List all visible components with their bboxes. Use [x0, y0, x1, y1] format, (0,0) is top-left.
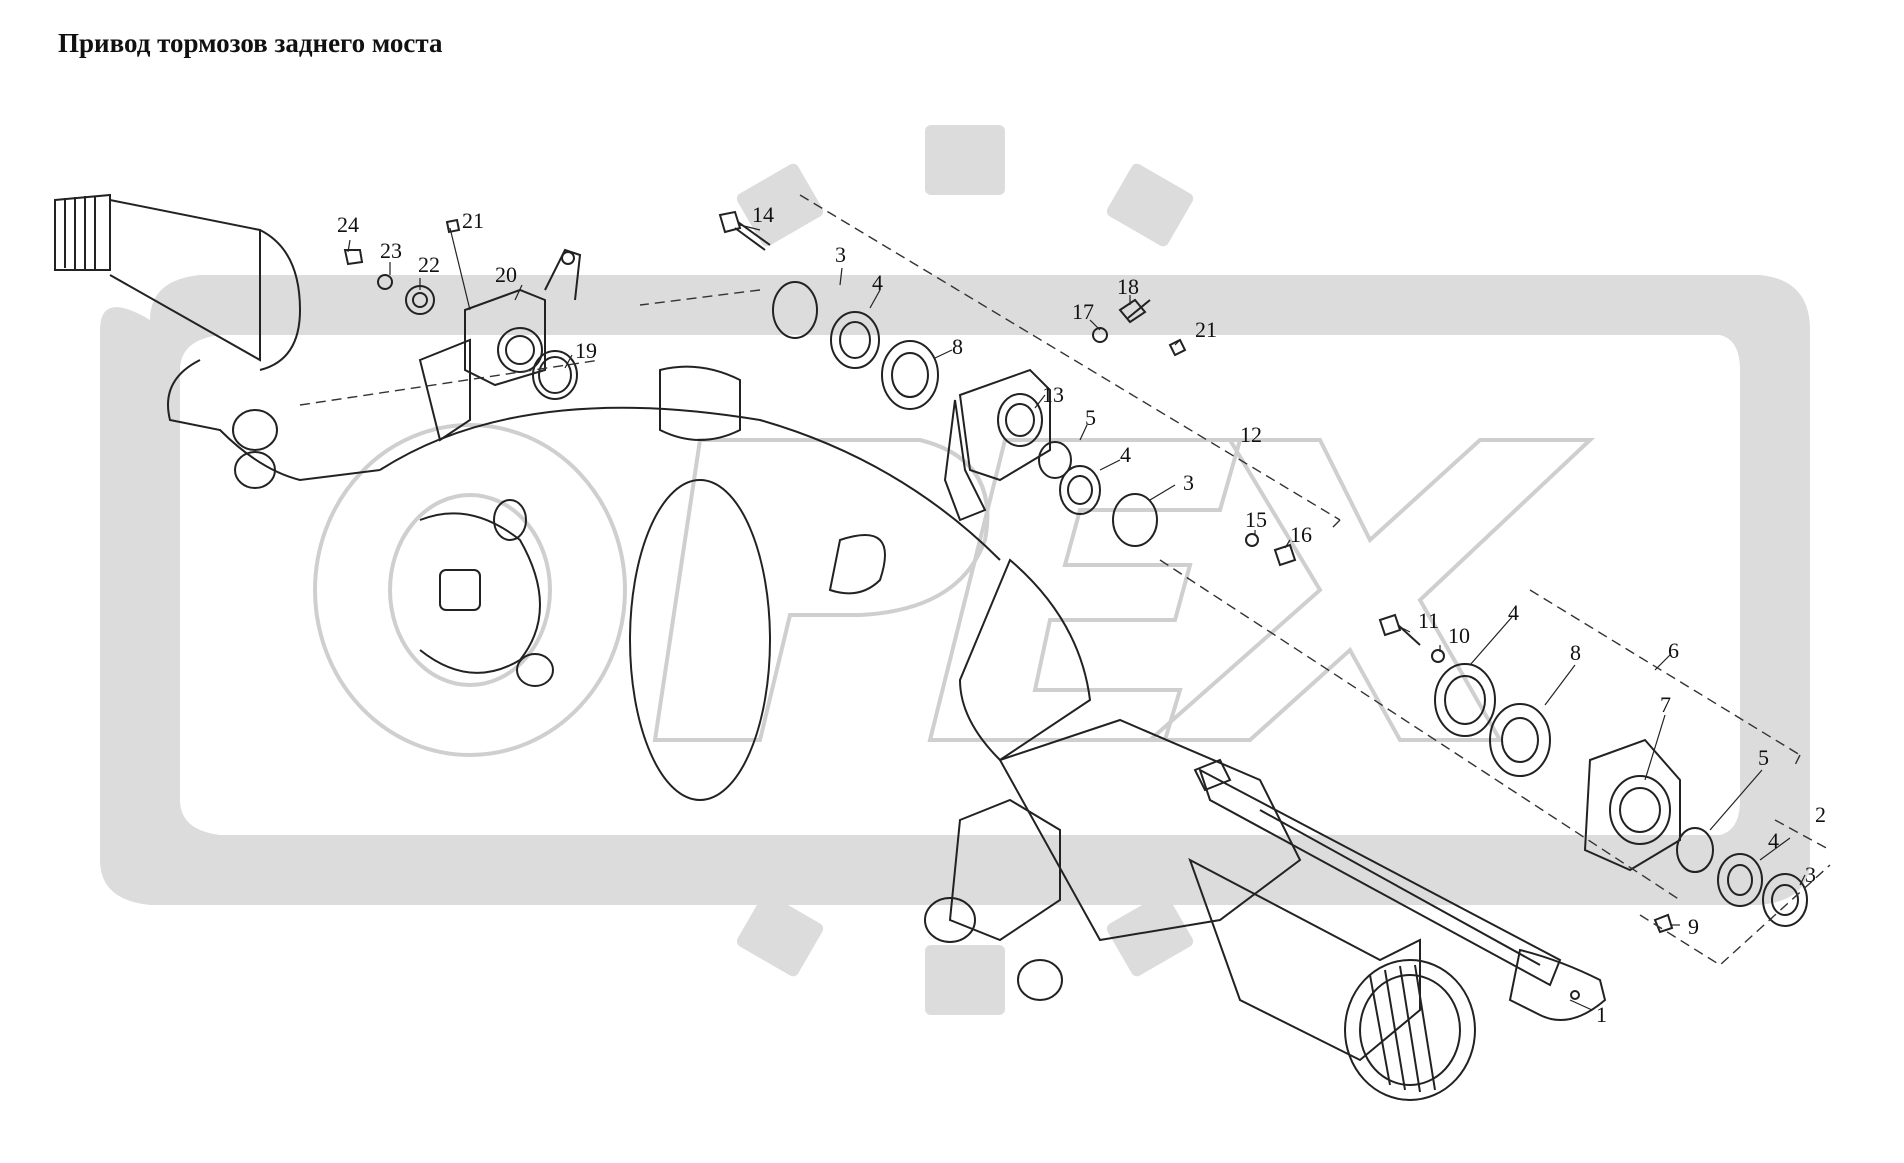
- callout-15: 15: [1245, 507, 1267, 532]
- callout-4: 4: [872, 270, 883, 295]
- callout-7: 7: [1660, 692, 1671, 717]
- callout-4: 4: [1768, 828, 1779, 853]
- callout-13: 13: [1042, 382, 1064, 407]
- bushings-middle: [718, 210, 1297, 567]
- watermark-letters: [313, 423, 1596, 757]
- callout-numbers: 1 2 3 3 3 4 4 4 4 5 5 6 7 8 8 9 10 11 12…: [337, 202, 1826, 1027]
- callout-22: 22: [418, 252, 440, 277]
- callout-24: 24: [337, 212, 359, 237]
- callout-5: 5: [1085, 405, 1096, 430]
- watermark: [100, 125, 1810, 1015]
- bearing-group-right: [1378, 613, 1808, 934]
- callout-10: 10: [1448, 623, 1470, 648]
- callout-1: 1: [1596, 1002, 1607, 1027]
- callout-21: 21: [1195, 317, 1217, 342]
- callout-19: 19: [575, 338, 597, 363]
- callout-4: 4: [1120, 442, 1131, 467]
- callout-16: 16: [1290, 522, 1312, 547]
- callout-6: 6: [1668, 638, 1679, 663]
- callout-11: 11: [1418, 608, 1439, 633]
- callout-17: 17: [1072, 299, 1094, 324]
- diagram-title: Привод тормозов заднего моста: [58, 28, 443, 58]
- callout-9: 9: [1688, 914, 1699, 939]
- callout-5: 5: [1758, 745, 1769, 770]
- callout-21: 21: [462, 208, 484, 233]
- callout-3: 3: [835, 242, 846, 267]
- callout-4: 4: [1508, 600, 1519, 625]
- callout-14: 14: [752, 202, 774, 227]
- camshaft: [1193, 758, 1607, 1021]
- callout-2: 2: [1815, 802, 1826, 827]
- leader-lines: [347, 224, 1806, 1011]
- callout-8: 8: [1570, 640, 1581, 665]
- callout-3: 3: [1805, 862, 1816, 887]
- callout-8: 8: [952, 334, 963, 359]
- assembly-guide-lines: [299, 194, 1831, 966]
- callout-12: 12: [1240, 422, 1262, 447]
- callout-20: 20: [495, 262, 517, 287]
- callout-3: 3: [1183, 470, 1194, 495]
- callout-23: 23: [380, 238, 402, 263]
- lower-housing: [924, 718, 1476, 1101]
- callout-18: 18: [1117, 274, 1139, 299]
- axle-housing: [54, 193, 1092, 801]
